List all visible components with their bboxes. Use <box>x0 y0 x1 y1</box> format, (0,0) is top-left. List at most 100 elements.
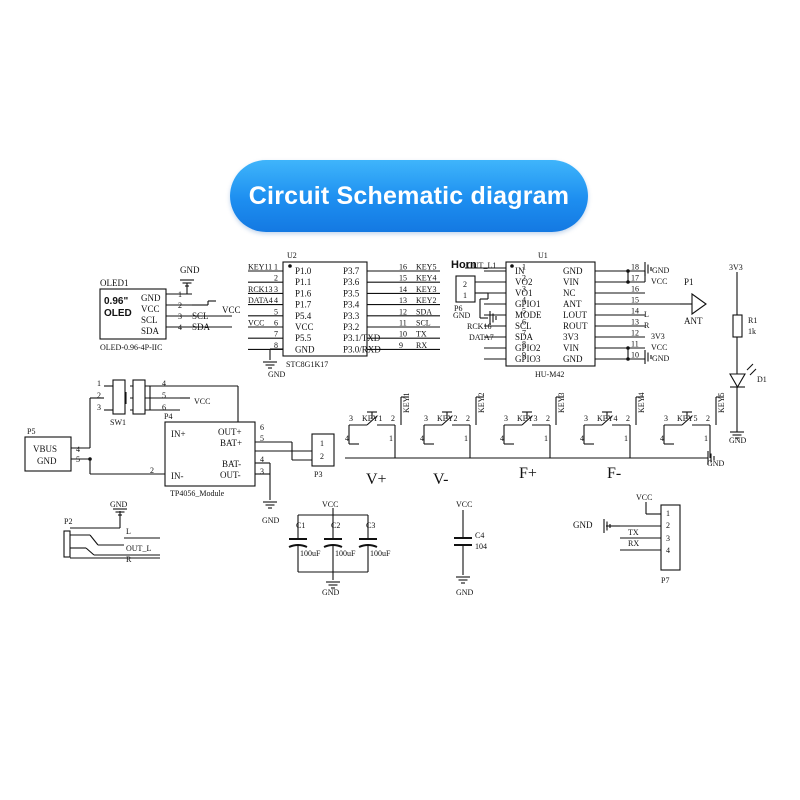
r1-body <box>732 314 743 338</box>
key-pin-num-4: 4 <box>500 434 504 443</box>
u1-left-pin-num: 4 <box>522 296 526 305</box>
u1-left-pin-name: SDA <box>515 332 534 342</box>
u1-left-pin-name: GPIO3 <box>515 354 541 364</box>
u1-right-pin-name: NC <box>563 288 576 298</box>
ant-ref: P1 <box>684 277 694 287</box>
u1-right-pin-num: 16 <box>631 285 639 294</box>
u2-right-pin-name: P3.5 <box>343 288 360 298</box>
horn-pin-2: 2 <box>463 280 467 289</box>
r1-ref: R1 <box>748 316 757 325</box>
p4-out-minus: OUT- <box>220 470 241 480</box>
u2-right-pin-name: P3.1/TXD <box>343 333 381 343</box>
key-pin-num-1: 1 <box>624 434 628 443</box>
p7-net-tx: TX <box>628 528 639 537</box>
p5-label-gnd: GND <box>37 456 57 466</box>
key-pin-num-4: 4 <box>420 434 424 443</box>
u2-left-pin-num: 8 <box>274 341 278 350</box>
cap-ref: C2 <box>331 521 340 530</box>
oled-gnd-label: GND <box>180 265 200 275</box>
horn-label: Horn <box>451 259 477 271</box>
u2-right-pin-name: P3.6 <box>343 277 360 287</box>
key-gnd-label: GND <box>707 459 725 468</box>
u1-left-pin-num: 7 <box>522 329 526 338</box>
key-pin-num-1: 1 <box>389 434 393 443</box>
u1-right-pin-num: 12 <box>631 329 639 338</box>
u1-pin1-dot <box>510 264 514 268</box>
p4-body <box>164 421 256 487</box>
title-banner: Circuit Schematic diagram <box>230 160 588 232</box>
p4-gnd-symbol <box>263 501 277 509</box>
oled-pin-num-2: 2 <box>178 301 182 310</box>
p4-pin-in-minus: 2 <box>150 466 154 475</box>
u2-left-pin-num: 4 <box>274 296 278 305</box>
u2-right-pin-name: P3.7 <box>343 266 360 276</box>
u1-vcc-bottom-label: VCC <box>651 343 667 352</box>
u1-right-pin-name: GND <box>563 266 583 276</box>
p7-pin-4: 4 <box>666 546 670 555</box>
u1-body <box>505 261 596 367</box>
u2-left-net: RCK13 <box>248 285 272 294</box>
oled-module: OLED1 0.96" OLED GND VCC SCL SDA 1 2 3 4… <box>99 265 241 352</box>
u1-left-pin-name: SCL <box>515 321 532 331</box>
key-pin-num-4: 4 <box>345 434 349 443</box>
u2-right-net: RX <box>416 341 427 350</box>
p2-net-l: L <box>126 527 131 536</box>
oled-model-size: 0.96" <box>104 296 128 307</box>
u2-left-pin-name: P1.6 <box>295 288 312 298</box>
led-gnd-label: GND <box>729 436 747 445</box>
key-net-label: KEY1 <box>402 393 411 413</box>
p4-gnd-label: GND <box>262 516 280 525</box>
u2-left-net: VCC <box>248 319 264 328</box>
u2-left-pin-num: 2 <box>274 274 278 283</box>
c4-ref: C4 <box>475 531 484 540</box>
sw1-pin-2: 2 <box>97 391 101 400</box>
sw1-actuator-b <box>132 379 146 415</box>
u1-left-pin-num: 6 <box>522 318 526 327</box>
sw1-switch: 1 2 3 4 5 6 VCC SW1 <box>97 379 210 427</box>
oled-vcc-label: VCC <box>222 305 241 315</box>
p4-ref: P4 <box>164 412 172 421</box>
oled-pin-name-1: GND <box>141 293 161 303</box>
u1-part: HU-M42 <box>535 370 564 379</box>
u1-net-l: L <box>644 310 649 319</box>
u1-left-pin-num: 2 <box>522 274 526 283</box>
u1-left-pin-name: IN <box>515 266 525 276</box>
horn-body <box>455 275 476 303</box>
key-pin-num-3: 3 <box>584 414 588 423</box>
u2-left-pin-name: P5.5 <box>295 333 312 343</box>
u2-left-pin-name: P1.0 <box>295 266 312 276</box>
key-pin-num-1: 1 <box>704 434 708 443</box>
key-array: 3421KEY1KEY13421KEY2KEY23421KEY3KEY33421… <box>345 393 726 458</box>
u2-right-net: KEY5 <box>416 263 436 272</box>
key-contact <box>441 415 453 426</box>
d1-triangle <box>729 373 746 389</box>
u2-right-pin-num: 16 <box>399 263 407 272</box>
p2-net-out-l: OUT_L <box>126 544 151 553</box>
u2-left-pin-num: 7 <box>274 330 278 339</box>
p7-body <box>660 504 681 571</box>
oled-pin-name-4: SDA <box>141 326 160 336</box>
u1-net-r: R <box>644 321 650 330</box>
key-contact <box>366 415 378 426</box>
key-pin-num-1: 1 <box>464 434 468 443</box>
cap-value: 100uF <box>370 549 391 558</box>
led-emit-arrow <box>749 368 757 376</box>
page-title: Circuit Schematic diagram <box>248 181 570 210</box>
u2-right-net: KEY3 <box>416 285 436 294</box>
p2-sleeve <box>63 530 71 558</box>
led-gnd-symbol <box>730 431 744 439</box>
p2-gnd-label: GND <box>110 500 128 509</box>
sw1-ref: SW1 <box>110 418 126 427</box>
ant-label: ANT <box>684 316 703 326</box>
oled-ref: OLED1 <box>100 278 129 288</box>
c4-decoupling: VCC C4 104 GND <box>456 500 487 597</box>
key-ref: KEY2 <box>437 414 457 423</box>
p7-vcc-label: VCC <box>636 493 652 502</box>
junction-dot <box>88 457 92 461</box>
u1-right-pin-name: GND <box>563 354 583 364</box>
p5-body <box>24 436 72 472</box>
oled-body <box>99 288 167 340</box>
